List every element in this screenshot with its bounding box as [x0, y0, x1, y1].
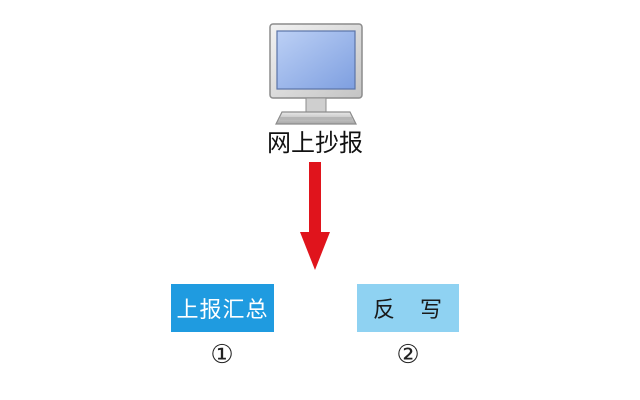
write-back-label-left: 反 [372, 298, 396, 323]
report-summary-label: 上报汇总 [176, 298, 269, 323]
computer-monitor-icon[interactable] [266, 22, 366, 130]
step-number-1: ① [210, 340, 234, 370]
write-back-button[interactable]: 反 写 [357, 284, 459, 332]
write-back-label-right: 写 [420, 298, 444, 323]
computer-label: 网上抄报 [267, 129, 363, 157]
step-number-2: ② [396, 340, 420, 370]
down-arrow-icon [300, 160, 330, 272]
report-summary-button[interactable]: 上报汇总 [171, 284, 274, 332]
